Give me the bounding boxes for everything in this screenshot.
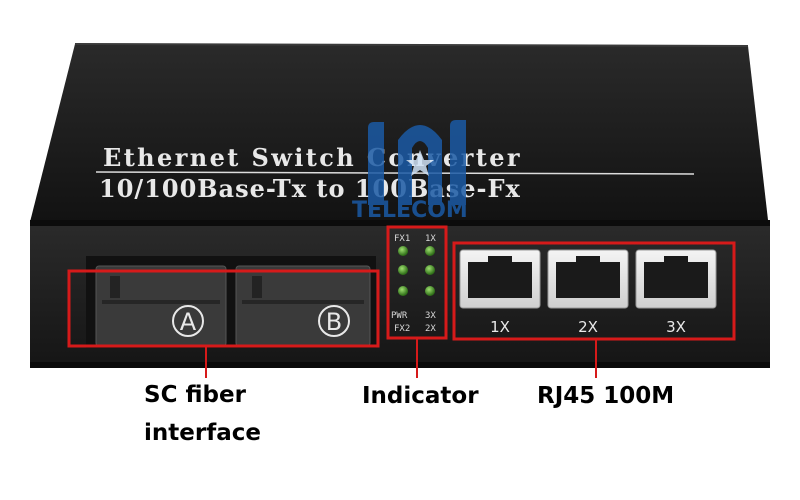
led-label-2x: 2X — [425, 324, 436, 334]
led-label-pwr: PWR — [391, 311, 408, 321]
sc-port-a: A — [95, 265, 227, 347]
rj45-callout-box — [452, 241, 736, 341]
rj45-port-1x: 1X — [459, 249, 541, 336]
telecom-watermark: TELECOM — [352, 120, 468, 223]
led-label-fx1: FX1 — [394, 234, 410, 244]
chassis-top — [30, 44, 768, 222]
sc-caption-line1: SC fiber — [144, 382, 246, 408]
indicator-caption: Indicator — [362, 383, 479, 409]
sc-port-a-label: A — [180, 308, 197, 336]
sc-port-b: B — [235, 265, 371, 347]
led-icon — [425, 286, 435, 296]
device-subtitle: 10/100Base-Tx to 100Base-Fx — [99, 174, 521, 203]
rj45-caption: RJ45 100M — [537, 383, 675, 409]
led-label-1x: 1X — [425, 234, 436, 244]
rj45-port-1x-label: 1X — [490, 318, 510, 336]
sc-caption-line2: interface — [144, 420, 261, 446]
rj45-port-2x: 2X — [547, 249, 629, 336]
sc-fiber-caption: SC fiber interface — [144, 376, 261, 452]
watermark-text: TELECOM — [352, 198, 468, 223]
led-icon — [398, 265, 408, 275]
led-icon — [425, 246, 435, 256]
led-label-fx2: FX2 — [394, 324, 410, 334]
led-icon — [425, 265, 435, 275]
sc-callout-box — [67, 269, 380, 348]
rj45-ports: 1X 2X 3X — [459, 249, 717, 336]
led-icon — [398, 246, 408, 256]
indicator-panel: FX1 1X PWR 3X FX2 2X — [391, 234, 436, 334]
rj45-port-3x-label: 3X — [666, 318, 686, 336]
rj45-port-2x-label: 2X — [578, 318, 598, 336]
led-label-3x: 3X — [425, 311, 436, 321]
rj45-port-3x: 3X — [635, 249, 717, 336]
led-icon — [398, 286, 408, 296]
sc-port-b-label: B — [326, 308, 342, 336]
